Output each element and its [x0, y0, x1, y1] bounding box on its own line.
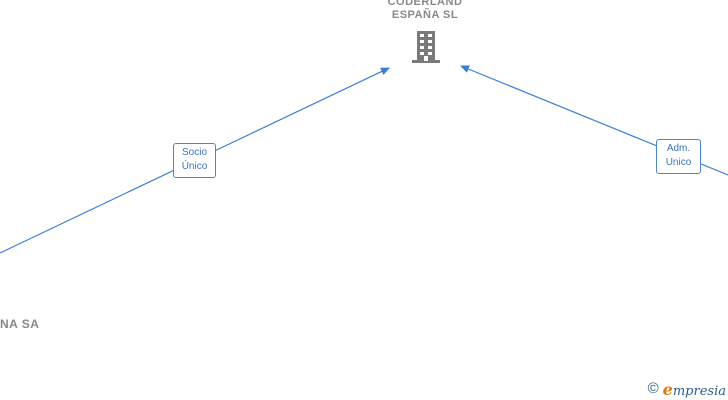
edge-label-line2: Único — [181, 161, 208, 172]
brand-initial: e — [662, 379, 673, 399]
brand-name: empresia — [663, 380, 726, 399]
copyright-icon: © — [647, 380, 659, 397]
edge-label-adm-unico[interactable]: Adm. Unico — [656, 139, 701, 174]
edge-label-line1: Adm. — [666, 143, 691, 154]
building-icon[interactable] — [410, 30, 442, 64]
brand-rest: mpresia — [672, 383, 726, 399]
center-company-name-line2: ESPAÑA SL — [391, 9, 459, 21]
center-company-name-line1: CODERLAND — [387, 0, 463, 8]
edge-label-line2: Unico — [665, 157, 692, 168]
edge-label-socio-unico[interactable]: Socio Único — [173, 143, 216, 178]
edge-label-line1: Socio — [181, 147, 207, 158]
empresia-logo[interactable]: © empresia — [648, 379, 726, 399]
center-company-name[interactable]: CODERLAND ESPAÑA SL — [365, 0, 485, 22]
left-company-name[interactable]: NA SA — [0, 317, 40, 331]
